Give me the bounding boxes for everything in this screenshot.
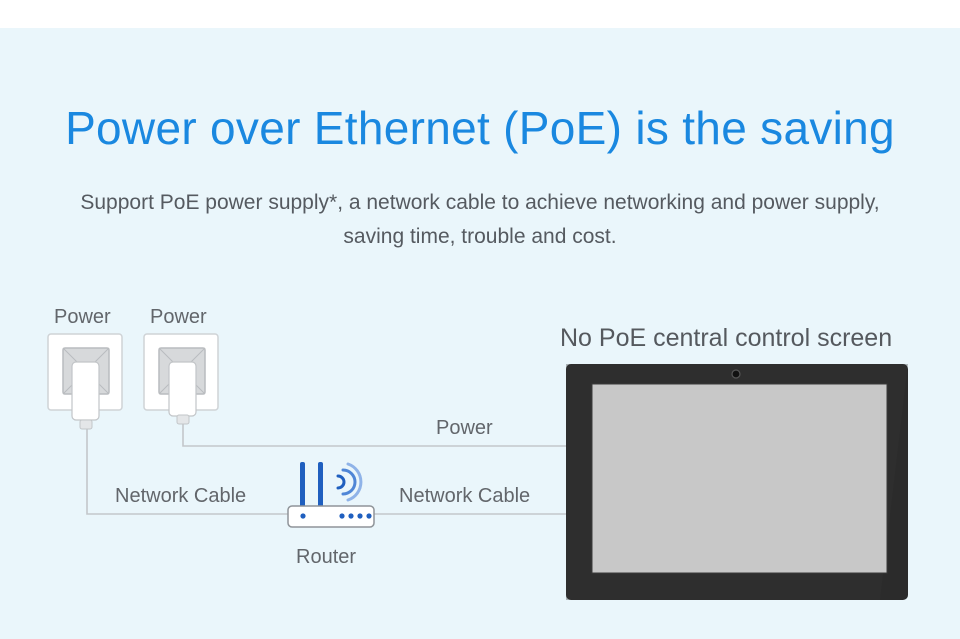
screen-title: No PoE central control screen [560, 324, 893, 352]
router-icon [287, 462, 375, 528]
right-network-cable-label: Network Cable [399, 485, 531, 507]
page-subtitle: Support PoE power supply*, a network cab… [80, 191, 880, 248]
wifi-signal-icon [336, 462, 363, 502]
page-title: Power over Ethernet (PoE) is the saving [65, 102, 895, 154]
left-network-cable [86, 428, 288, 515]
camera-icon [731, 369, 741, 379]
cables [86, 420, 566, 515]
outlet-right-label: Power [150, 306, 207, 328]
left-network-cable-label: Network Cable [115, 485, 247, 507]
outlet-left-label: Power [54, 306, 111, 328]
power-cable [182, 420, 566, 447]
power-outlet-icon [47, 333, 123, 430]
router-label: Router [296, 546, 357, 568]
power-outlet-icon [143, 333, 219, 425]
central-control-screen [566, 364, 908, 600]
power-cable-label: Power [436, 417, 493, 439]
